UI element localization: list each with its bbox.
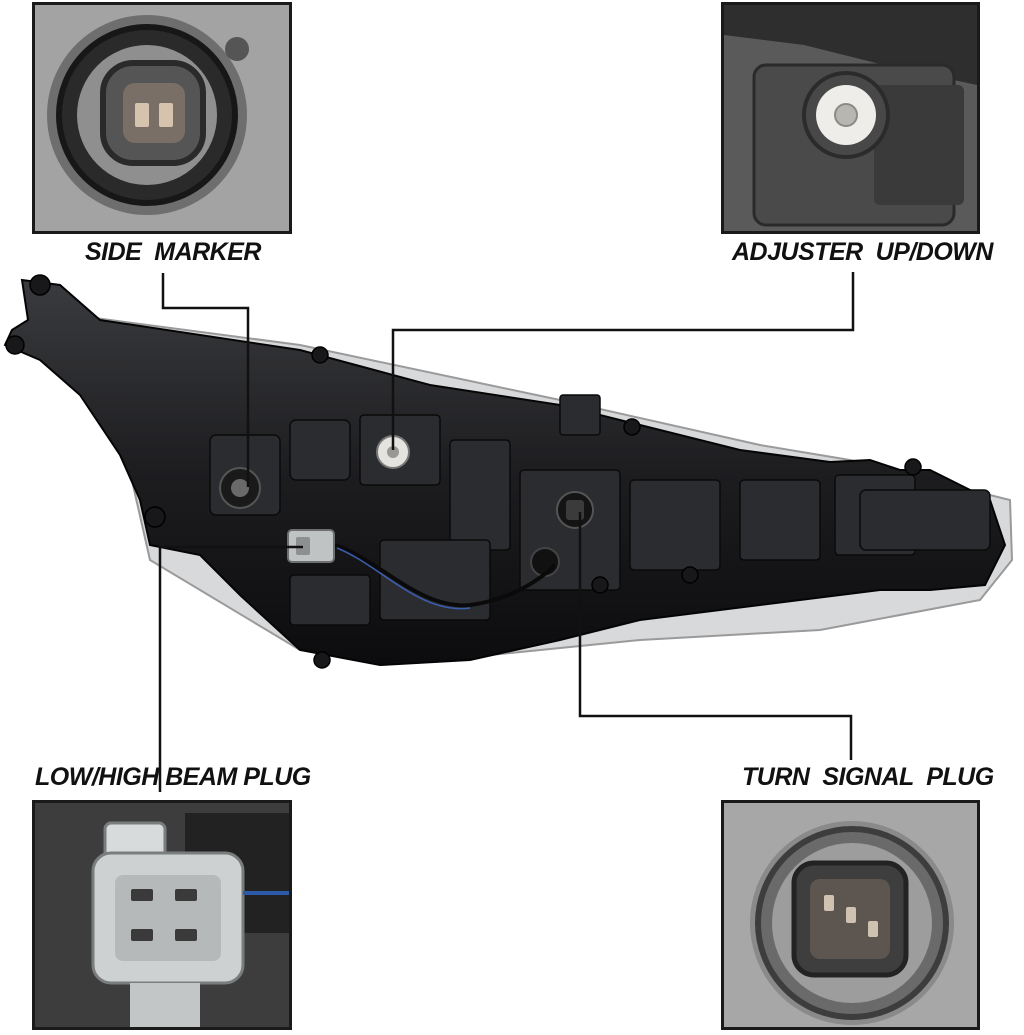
low-high-beam-inset bbox=[32, 800, 292, 1030]
leader-low-high-beam bbox=[158, 545, 303, 792]
low-high-beam-label: LOW/HIGH BEAM PLUG bbox=[35, 763, 311, 791]
housing-details bbox=[209, 394, 991, 626]
side-marker-socket bbox=[219, 467, 261, 509]
side-marker-label: SIDE MARKER bbox=[85, 238, 261, 266]
turn-signal-inset bbox=[721, 800, 980, 1030]
adjuster-label: ADJUSTER UP/DOWN bbox=[732, 238, 993, 266]
leader-side-marker bbox=[161, 273, 250, 487]
turn-signal-label: TURN SIGNAL PLUG bbox=[742, 763, 994, 791]
side-marker-inset bbox=[32, 2, 292, 234]
leader-lines bbox=[158, 272, 855, 792]
turn-signal-closeup bbox=[724, 803, 977, 1027]
low-high-beam-closeup bbox=[35, 803, 289, 1027]
side-marker-closeup bbox=[35, 5, 289, 231]
leader-turn-signal bbox=[578, 512, 853, 760]
leader-adjuster bbox=[391, 272, 855, 450]
low-high-beam-connector bbox=[287, 529, 557, 610]
adjuster-inset bbox=[721, 2, 980, 234]
mounting-tabs bbox=[5, 274, 922, 669]
adjuster-closeup bbox=[724, 5, 977, 231]
